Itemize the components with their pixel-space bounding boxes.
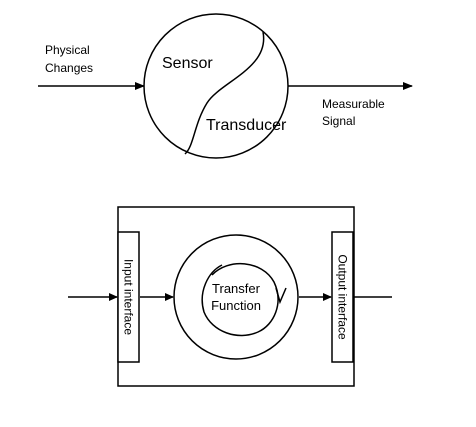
physical-changes-label-line1: Physical [45, 43, 90, 57]
top-sensor-diagram: Physical Changes Sensor Transducer Measu… [38, 13, 413, 159]
spiral-arrow-head-icon [275, 287, 287, 305]
input-interface-label: Input interface [122, 259, 136, 335]
measurable-signal-label-line2: Signal [322, 114, 355, 128]
input-interface-box [117, 231, 140, 363]
transfer-spiral-arrow [201, 263, 279, 337]
transfer-function-label-line1: Transfer [212, 281, 261, 296]
sensor-transducer-divider [184, 31, 265, 155]
physical-changes-label-line2: Changes [45, 61, 93, 75]
measurable-signal-label-line1: Measurable [322, 97, 385, 111]
sensor-circle [143, 13, 289, 159]
bottom-transfer-diagram: Input interface Transfer Function Output… [68, 206, 392, 387]
transfer-function-label-line2: Function [211, 298, 261, 313]
sensor-label: Sensor [162, 55, 213, 72]
transfer-function-circle [173, 234, 299, 360]
transducer-label: Transducer [206, 117, 287, 134]
output-interface-label: Output interface [336, 254, 350, 340]
